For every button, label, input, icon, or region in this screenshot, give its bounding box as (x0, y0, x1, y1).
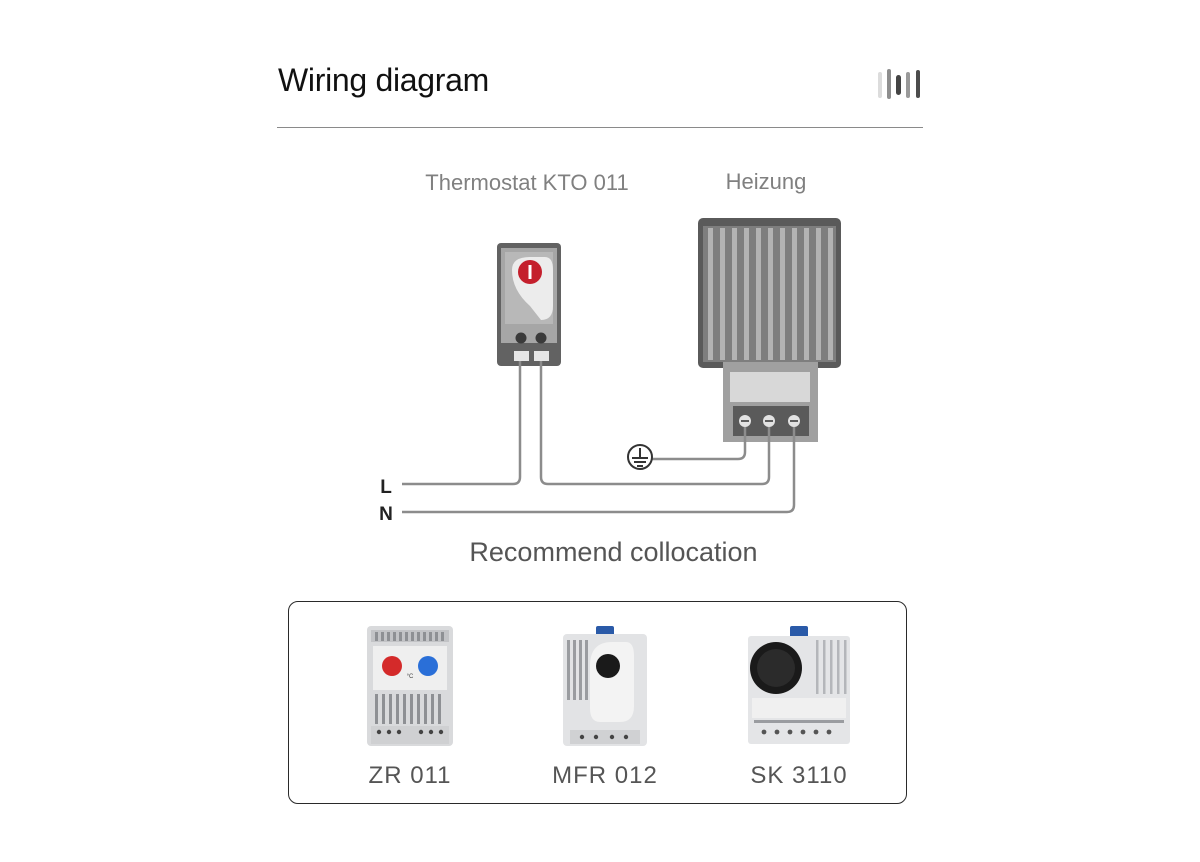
line-n-label: N (379, 504, 393, 525)
svg-text:°C: °C (407, 674, 414, 680)
wire-thermostat-to-heater (539, 361, 771, 486)
ground-icon (627, 444, 653, 470)
heater-fin (756, 228, 761, 360)
heater-fin (720, 228, 725, 360)
wires (402, 361, 796, 514)
product-name: SK 3110 (750, 762, 848, 789)
heater-fin (780, 228, 785, 360)
heater-fin (768, 228, 773, 360)
zr011-image: °C (367, 626, 453, 746)
wire-l-to-thermostat (402, 361, 522, 486)
line-l-label: L (380, 477, 392, 498)
wire-n-to-heater (402, 427, 796, 514)
product-card-sk3110[interactable]: SK 3110 (729, 626, 869, 790)
header-divider (277, 127, 923, 128)
wire-ground-to-heater (652, 427, 747, 461)
recommend-panel: °C ZR 011 (288, 601, 907, 804)
red-knob-icon (382, 656, 402, 676)
heater-fin (744, 228, 749, 360)
heater-label: Heizung (726, 169, 807, 194)
page-title: Wiring diagram (278, 62, 489, 98)
product-card-zr011[interactable]: °C ZR 011 (340, 626, 480, 790)
heater-fin (708, 228, 713, 360)
thermostat-device (497, 243, 561, 366)
heater-fin (828, 228, 833, 360)
brand-bars-icon (878, 69, 920, 99)
heater-fin (732, 228, 737, 360)
product-name: MFR 012 (552, 762, 658, 789)
heater-fin (804, 228, 809, 360)
thermostat-label: Thermostat KTO 011 (425, 170, 628, 195)
heater-fin (816, 228, 821, 360)
product-card-mfr012[interactable]: MFR 012 (535, 626, 675, 790)
mfr012-image (563, 626, 647, 746)
blue-knob-icon (418, 656, 438, 676)
recommend-title: Recommend collocation (469, 537, 758, 567)
heater-fin (792, 228, 797, 360)
sk3110-image (748, 626, 850, 744)
heater-device (698, 218, 841, 442)
black-knob-icon (596, 654, 620, 678)
product-name: ZR 011 (368, 762, 452, 789)
wiring-diagram: Thermostat KTO 011 Heizung (379, 169, 841, 525)
